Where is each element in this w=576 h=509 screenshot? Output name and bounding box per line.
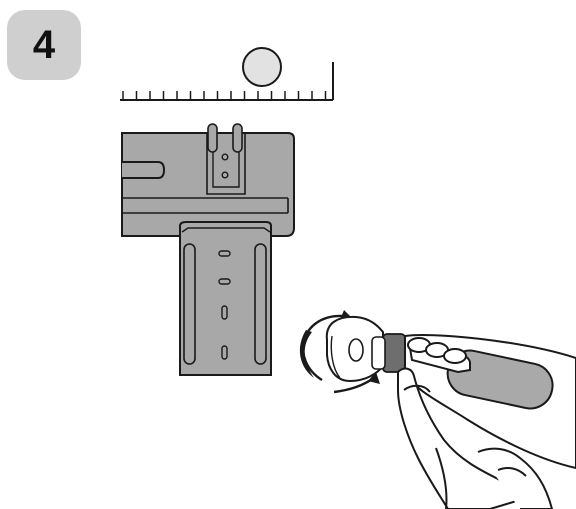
mounting-bracket-icon: [121, 123, 295, 376]
level-bubble-icon: [242, 47, 282, 87]
step-number: 4: [32, 22, 56, 67]
level-ruler-icon: [120, 62, 334, 101]
hand-icon: [397, 337, 554, 509]
drill-icon: [325, 315, 576, 470]
step-number-badge: 4: [7, 10, 81, 80]
